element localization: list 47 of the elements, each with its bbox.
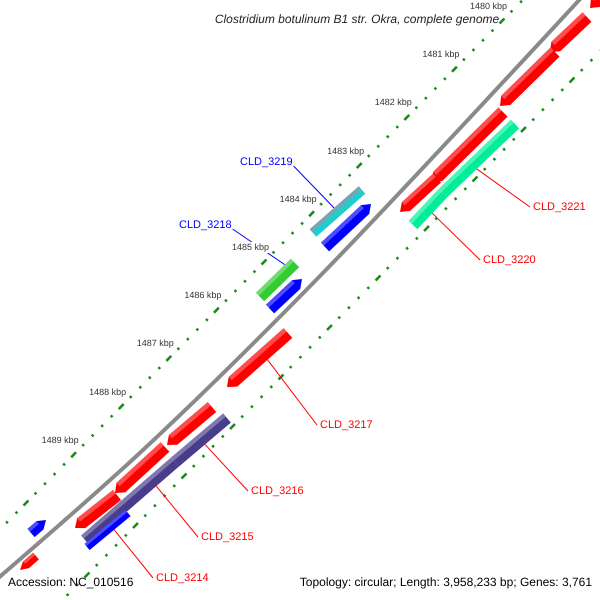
gene-segment <box>20 552 39 570</box>
gene-segment <box>227 328 292 387</box>
gene-label: CLD_3217 <box>320 418 373 432</box>
gene-segment <box>590 0 600 8</box>
gene-segment <box>550 12 592 52</box>
gene-label: CLD_3216 <box>251 484 304 498</box>
gene-segment <box>500 47 560 106</box>
scale-label: 1481 kbp <box>422 49 460 60</box>
leader-line <box>432 212 480 260</box>
gene-segment <box>400 174 442 212</box>
gene-segment <box>256 258 300 302</box>
gene-label: CLD_3214 <box>156 571 209 585</box>
gene-segment <box>320 204 371 252</box>
scale-label: 1485 kbp <box>232 242 269 253</box>
gene-label: CLD_3221 <box>533 200 586 214</box>
gene-label: CLD_3218 <box>179 218 232 232</box>
gene-segment <box>266 279 302 314</box>
scale-label: 1483 kbp <box>327 146 364 157</box>
gene-segment <box>171 413 231 467</box>
scale-label: 1486 kbp <box>184 290 222 302</box>
leader-line <box>293 166 335 208</box>
genome-info-text: Topology: circular; Length: 3,958,233 bp; Genes: 3,761 <box>300 575 592 590</box>
gene-label: CLD_3220 <box>483 253 536 267</box>
scale-label: 1489 kbp <box>42 434 79 446</box>
leader-line <box>204 444 248 492</box>
leader-line <box>267 359 318 426</box>
gene-segment <box>75 490 122 528</box>
scale-label: 1487 kbp <box>136 338 174 350</box>
scale-label: 1488 kbp <box>89 386 126 398</box>
accession-text: Accession: NC_010516 <box>8 575 134 590</box>
gene-segment <box>408 188 448 230</box>
scale-label: 1484 kbp <box>280 194 317 205</box>
gene-segment <box>115 442 170 493</box>
scale-label: 1480 kbp <box>470 1 507 12</box>
gene-segment <box>81 457 179 545</box>
gene-label: CLD_3215 <box>201 530 254 544</box>
gene-segment <box>84 510 131 550</box>
gene-label: CLD_3219 <box>240 155 293 169</box>
chart-title: Clostridium botulinum B1 str. Okra, complete genome <box>214 12 500 27</box>
gene-segment <box>27 520 46 538</box>
gene-segment <box>432 107 508 182</box>
leader-line <box>476 168 530 208</box>
scale-label: 1482 kbp <box>374 97 412 108</box>
gene-segment <box>167 402 216 445</box>
leader-line <box>114 529 154 578</box>
gene-segment <box>438 120 520 198</box>
leader-line <box>156 486 198 538</box>
